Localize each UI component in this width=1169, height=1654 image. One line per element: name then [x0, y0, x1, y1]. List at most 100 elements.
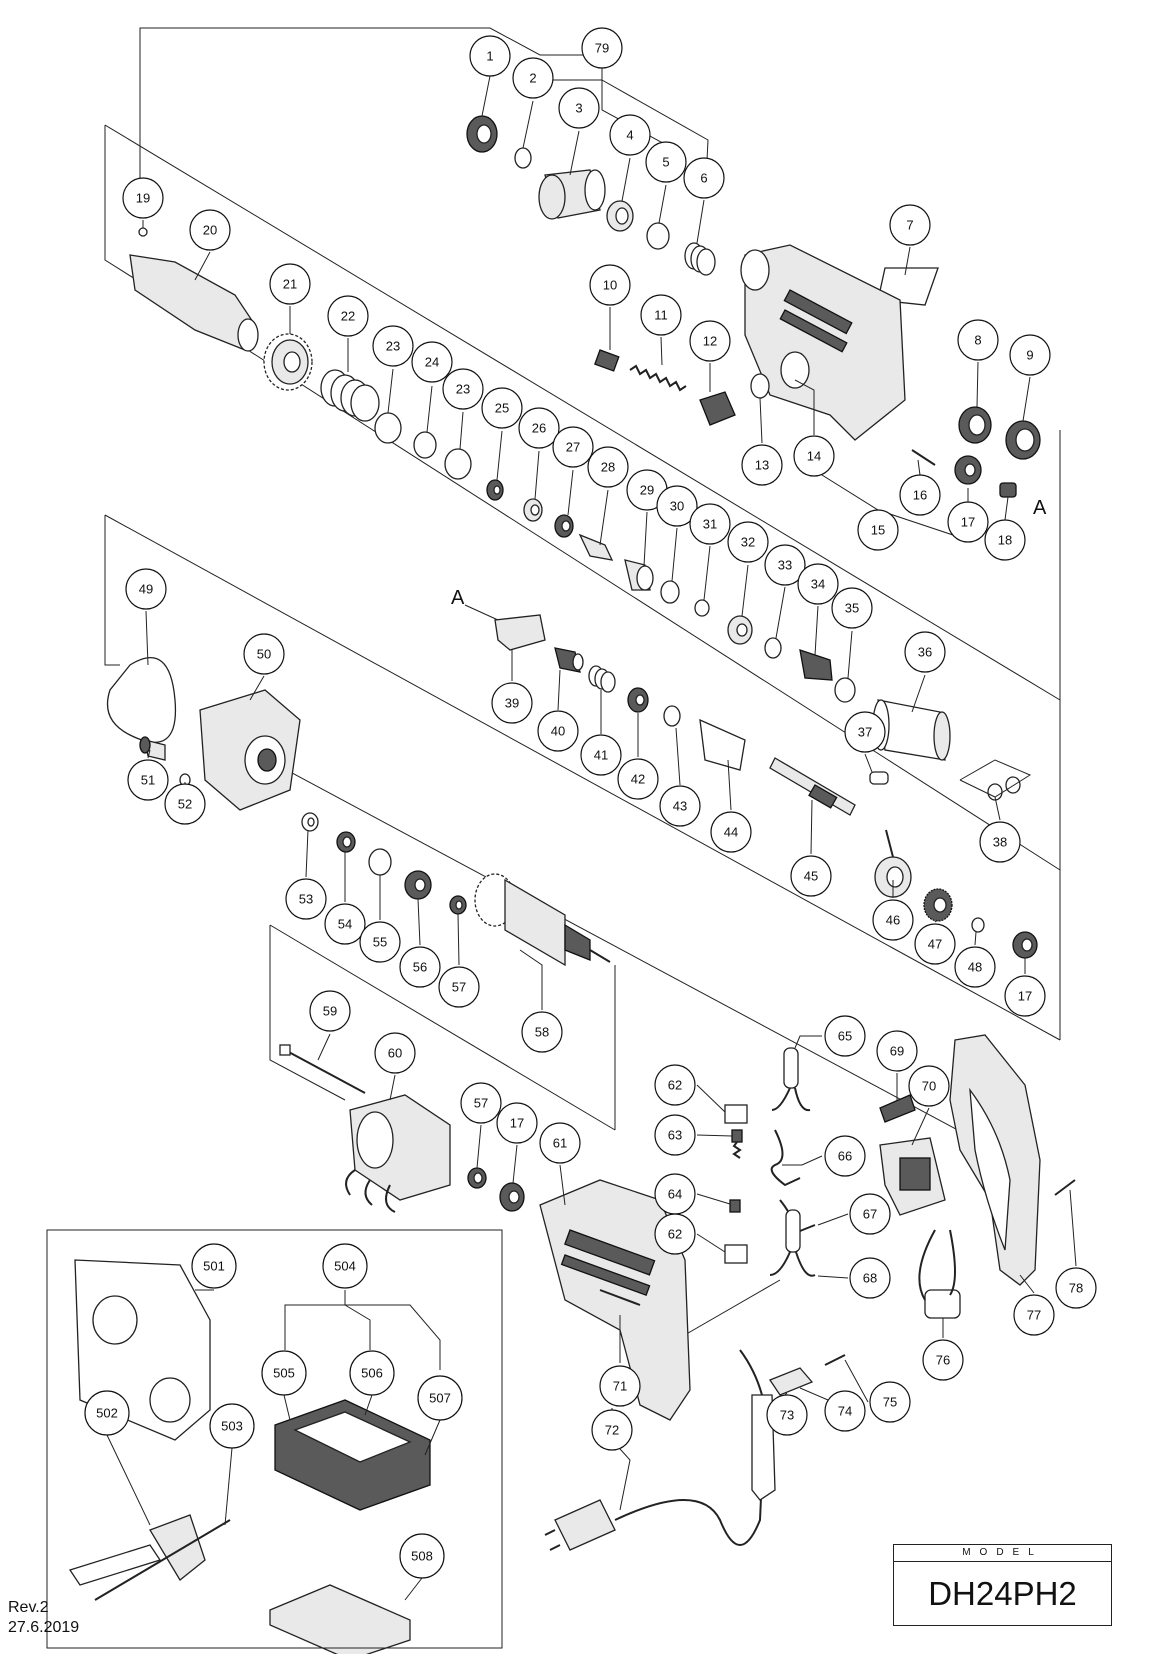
- callout-label: 28: [601, 460, 615, 475]
- callout-label: 9: [1026, 348, 1033, 363]
- callout-4: 4: [609, 114, 651, 156]
- callout-66: 66: [824, 1135, 866, 1177]
- ref-letter-a-lower: A: [451, 587, 465, 609]
- part-48-ring: [971, 917, 985, 933]
- callout-501: 501: [191, 1243, 237, 1289]
- part-51-bolt: [139, 736, 166, 761]
- callout-label: 78: [1069, 1281, 1083, 1296]
- callout-label: 65: [838, 1029, 852, 1044]
- part-17-bearing-top: [954, 455, 982, 485]
- callout-label: 15: [871, 523, 885, 538]
- callout-label: 70: [922, 1079, 936, 1094]
- callout-22: 22: [327, 295, 369, 337]
- part-3-sleeve: [538, 169, 606, 220]
- callout-79: 79: [581, 27, 623, 69]
- callout-label: 53: [299, 892, 313, 907]
- callout-label: 25: [495, 401, 509, 416]
- part-13-ring: [750, 373, 770, 399]
- callout-label: 75: [883, 1395, 897, 1410]
- callout-62: 62: [654, 1213, 696, 1255]
- callout-74: 74: [824, 1390, 866, 1432]
- callout-label: 72: [605, 1423, 619, 1438]
- part-71-screw: [599, 1289, 641, 1306]
- callout-label: 3: [575, 101, 582, 116]
- callout-64: 64: [654, 1173, 696, 1215]
- model-label: MODEL: [894, 1545, 1111, 1562]
- part-62-holder-a: [724, 1104, 748, 1124]
- part-7-label: [877, 267, 939, 306]
- callout-17: 17: [1004, 975, 1046, 1017]
- callout-43: 43: [659, 785, 701, 827]
- callout-21: 21: [269, 263, 311, 305]
- part-37-pin: [869, 771, 889, 785]
- callout-label: 8: [974, 333, 981, 348]
- part-23-ring-b: [444, 448, 472, 480]
- callout-36: 36: [904, 631, 946, 673]
- callout-7: 7: [889, 204, 931, 246]
- callout-35: 35: [831, 587, 873, 629]
- callout-label: 17: [510, 1116, 524, 1131]
- part-30-ring: [660, 580, 680, 604]
- callout-label: 73: [780, 1408, 794, 1423]
- part-35-ring: [834, 677, 856, 703]
- callout-label: 35: [845, 601, 859, 616]
- callout-71: 71: [599, 1365, 641, 1407]
- part-503-depth-gauge: [94, 1519, 231, 1601]
- part-77-handle: [949, 1034, 1041, 1286]
- callout-label: 26: [532, 421, 546, 436]
- part-47-gear: [923, 888, 953, 922]
- callout-38: 38: [979, 821, 1021, 863]
- callout-13: 13: [741, 444, 783, 486]
- callout-65: 65: [824, 1015, 866, 1057]
- part-4-washer: [606, 200, 634, 232]
- callout-16: 16: [899, 474, 941, 516]
- part-12-latch: [699, 391, 736, 426]
- part-61-housing: [539, 1179, 691, 1421]
- callout-8: 8: [957, 319, 999, 361]
- callout-51: 51: [127, 759, 169, 801]
- callout-label: 34: [811, 577, 825, 592]
- part-74-clamp: [769, 1367, 814, 1396]
- callout-17: 17: [947, 501, 989, 543]
- callout-label: 59: [323, 1004, 337, 1019]
- callout-53: 53: [285, 878, 327, 920]
- part-49-gasket: [106, 657, 177, 743]
- callout-45: 45: [790, 855, 832, 897]
- callout-label: 5: [662, 155, 669, 170]
- callout-27: 27: [552, 426, 594, 468]
- callout-26: 26: [518, 407, 560, 449]
- callout-label: 2: [529, 71, 536, 86]
- callout-label: 18: [998, 533, 1012, 548]
- callout-label: 62: [668, 1078, 682, 1093]
- callout-504: 504: [322, 1243, 368, 1289]
- callout-layer: 1234567891011121314151617181920212223242…: [84, 27, 1097, 1579]
- callout-label: 508: [411, 1549, 433, 1564]
- callout-32: 32: [727, 521, 769, 563]
- callout-73: 73: [766, 1394, 808, 1436]
- callout-label: 54: [338, 917, 352, 932]
- callout-label: 68: [863, 1271, 877, 1286]
- callout-label: 17: [1018, 989, 1032, 1004]
- part-66-wire: [770, 1129, 801, 1187]
- callout-label: 17: [961, 515, 975, 530]
- callout-5: 5: [645, 141, 687, 183]
- part-59-screw: [279, 1044, 366, 1094]
- revision-number: Rev.2: [8, 1599, 49, 1616]
- part-19-ball: [138, 227, 148, 237]
- part-6-spring: [684, 242, 716, 276]
- callout-41: 41: [580, 734, 622, 776]
- part-housing-cylinder: [740, 244, 906, 441]
- callout-label: 49: [139, 582, 153, 597]
- callout-49: 49: [125, 568, 167, 610]
- callout-40: 40: [537, 710, 579, 752]
- callout-23: 23: [372, 325, 414, 367]
- callout-76: 76: [922, 1339, 964, 1381]
- callout-label: 39: [505, 696, 519, 711]
- callout-label: 76: [936, 1353, 950, 1368]
- callout-59: 59: [309, 990, 351, 1032]
- revision-date: 27.6.2019: [8, 1619, 80, 1636]
- part-56-bearing: [404, 870, 432, 900]
- callout-label: 60: [388, 1046, 402, 1061]
- callout-label: 502: [96, 1406, 118, 1421]
- part-25-bushing: [486, 479, 504, 501]
